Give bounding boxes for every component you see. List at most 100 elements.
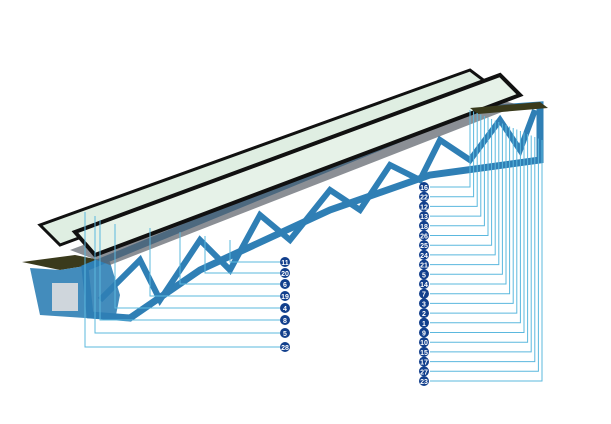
callout-left-4: 4 xyxy=(280,303,290,313)
callout-right-18: 18 xyxy=(419,220,429,231)
leader-line xyxy=(229,240,280,263)
callout-number: 25 xyxy=(420,243,428,250)
callout-number: 6 xyxy=(283,282,287,289)
callout-right-17: 17 xyxy=(419,356,429,367)
leader-line xyxy=(430,138,539,372)
callout-left-8: 8 xyxy=(280,315,290,325)
callout-right-13: 13 xyxy=(419,211,429,222)
leader-line xyxy=(430,135,532,353)
leader-line xyxy=(430,132,525,333)
callout-left-28: 28 xyxy=(280,342,290,352)
callout-badge xyxy=(419,220,429,231)
callout-number: 28 xyxy=(281,345,289,352)
callout-badge xyxy=(419,337,429,348)
callout-right-16: 16 xyxy=(419,182,429,192)
callout-right-9: 9 xyxy=(419,327,429,338)
callout-badge xyxy=(419,317,429,328)
leader-line xyxy=(204,236,280,274)
callout-badge xyxy=(419,308,429,319)
callout-number: 2 xyxy=(422,311,426,318)
callout-right-7: 7 xyxy=(419,288,429,299)
leader-line xyxy=(430,113,478,207)
callout-left-11: 11 xyxy=(280,257,290,267)
leader-line xyxy=(84,212,280,348)
callout-number: 13 xyxy=(420,214,428,221)
callouts: 1120619485281622121318262524215147321910… xyxy=(280,182,429,386)
leader-line xyxy=(430,116,485,227)
callout-left-20: 20 xyxy=(280,268,290,278)
callout-badge xyxy=(419,279,429,289)
callout-number: 11 xyxy=(281,260,289,267)
leader-line xyxy=(430,120,496,256)
callout-right-23: 23 xyxy=(419,376,429,386)
callout-number: 27 xyxy=(420,369,428,376)
leader-line xyxy=(430,123,503,275)
callout-number: 3 xyxy=(422,301,426,308)
callout-left-6: 6 xyxy=(280,279,290,289)
callout-badge xyxy=(419,211,429,222)
callout-badge xyxy=(419,259,429,270)
leader-line xyxy=(430,119,493,246)
callout-badge xyxy=(280,328,290,338)
callout-badge xyxy=(280,291,290,301)
callout-left-19: 19 xyxy=(280,291,290,301)
callout-badge xyxy=(419,346,429,357)
callout-right-10: 10 xyxy=(419,337,429,348)
callout-badge xyxy=(280,303,290,313)
callout-number: 23 xyxy=(420,379,428,386)
callout-right-26: 26 xyxy=(419,230,429,241)
callout-badge xyxy=(419,269,429,280)
callout-right-27: 27 xyxy=(419,366,429,377)
callout-number: 26 xyxy=(420,234,428,241)
callout-number: 22 xyxy=(420,195,428,202)
callout-number: 8 xyxy=(283,318,287,325)
callout-left-5: 5 xyxy=(280,328,290,338)
callout-number: 15 xyxy=(420,350,428,357)
leader-line xyxy=(94,216,280,334)
balustrade-front xyxy=(71,72,524,258)
callout-right-5: 5 xyxy=(419,269,429,280)
callout-right-22: 22 xyxy=(419,191,429,202)
callout-right-2: 2 xyxy=(419,308,429,319)
callout-number: 7 xyxy=(422,292,426,299)
callout-badge xyxy=(419,298,429,309)
callout-right-3: 3 xyxy=(419,298,429,309)
leader-line xyxy=(149,228,280,297)
callout-badge xyxy=(419,288,429,299)
callout-badge xyxy=(419,240,429,251)
leader-line xyxy=(114,224,280,309)
callout-right-25: 25 xyxy=(419,240,429,251)
callout-number: 17 xyxy=(420,360,428,367)
callout-right-24: 24 xyxy=(419,249,429,260)
callout-number: 24 xyxy=(420,253,428,260)
callout-number: 19 xyxy=(281,294,289,301)
callout-number: 14 xyxy=(420,282,428,289)
leader-lines xyxy=(84,110,543,382)
callout-right-15: 15 xyxy=(419,346,429,357)
callout-number: 1 xyxy=(422,321,426,328)
callout-right-12: 12 xyxy=(419,201,429,212)
callout-badge xyxy=(280,257,290,267)
callout-badge xyxy=(419,366,429,377)
leader-line xyxy=(430,129,518,314)
leader-line xyxy=(430,122,500,266)
leader-line xyxy=(430,114,482,217)
callout-right-21: 21 xyxy=(419,259,429,270)
callout-right-14: 14 xyxy=(419,279,429,289)
callout-number: 4 xyxy=(283,306,287,313)
leader-line xyxy=(430,125,507,285)
callout-badge xyxy=(280,342,290,352)
callout-number: 5 xyxy=(283,331,287,338)
callout-badge xyxy=(419,249,429,260)
leader-line xyxy=(430,110,471,188)
callout-number: 20 xyxy=(281,271,289,278)
callout-badge xyxy=(419,182,429,192)
leader-line xyxy=(430,134,529,343)
callout-badge xyxy=(419,356,429,367)
callout-number: 10 xyxy=(420,340,428,347)
callout-number: 16 xyxy=(420,185,428,192)
callout-number: 9 xyxy=(422,331,426,338)
callout-number: 5 xyxy=(422,272,426,279)
leader-line xyxy=(430,111,475,198)
callout-badge xyxy=(419,376,429,386)
